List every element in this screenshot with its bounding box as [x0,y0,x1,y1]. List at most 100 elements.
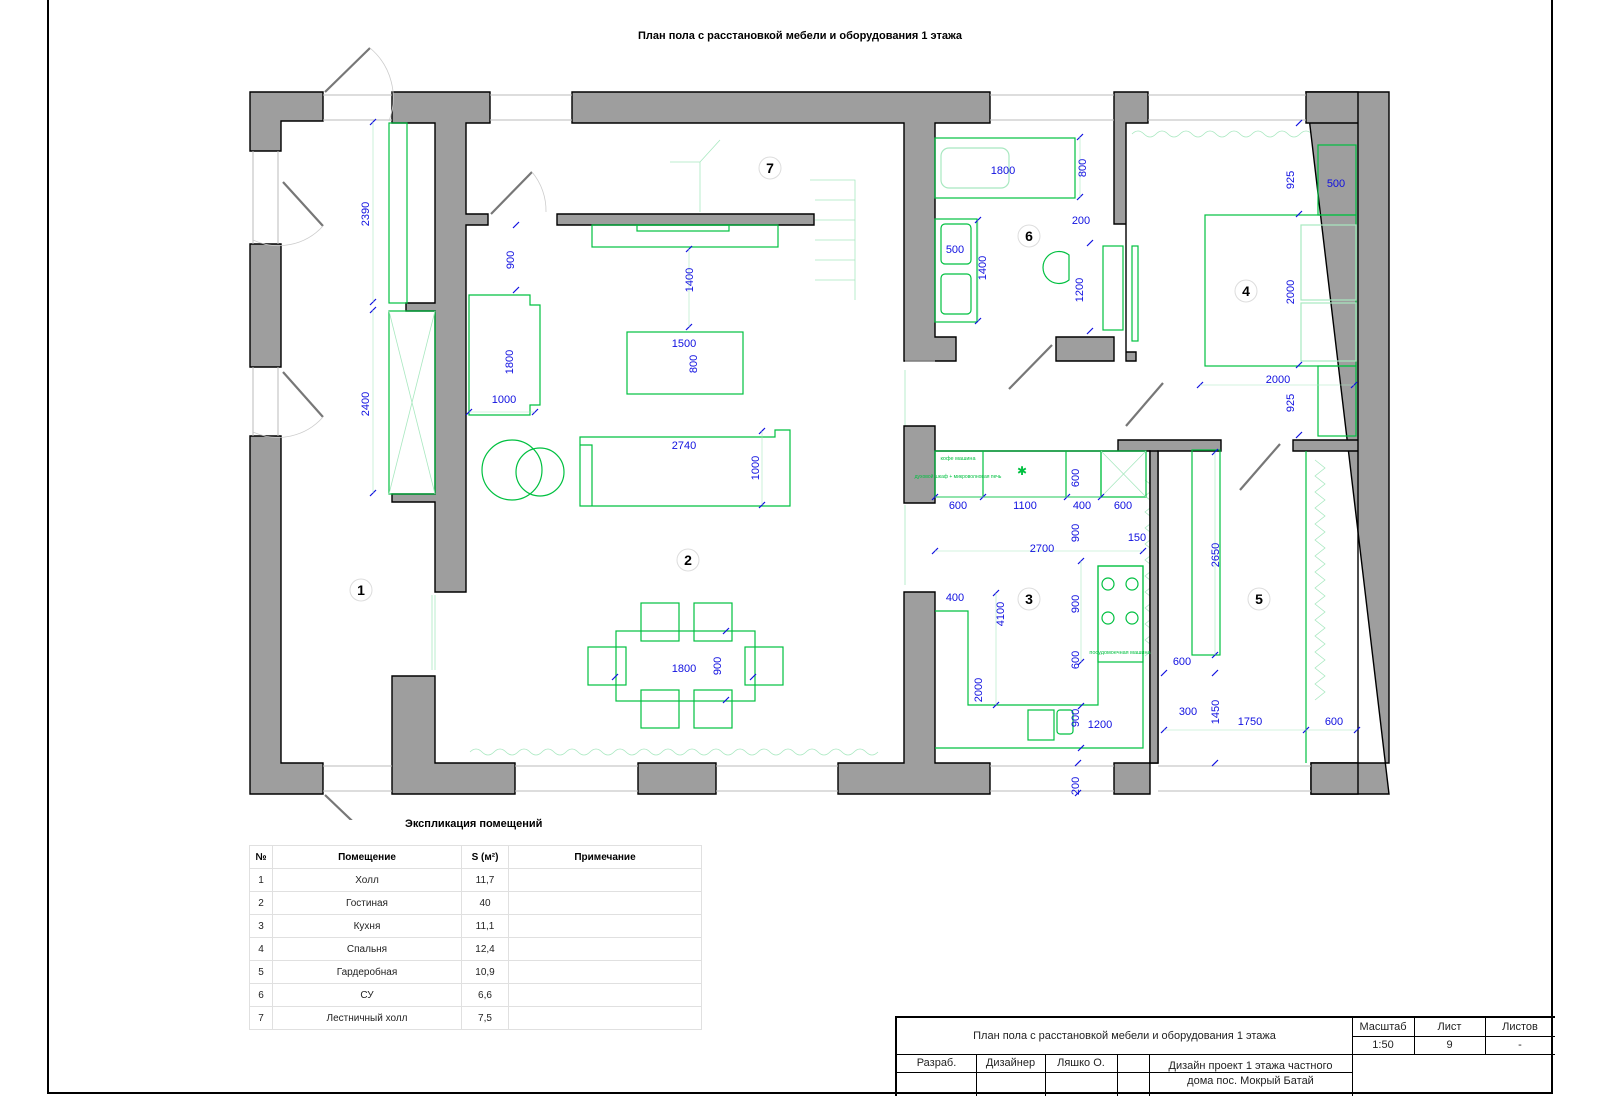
chair-1 [640,602,680,642]
dim-label: 925 [1285,171,1297,189]
coffee-label: кофе машина [940,456,976,462]
cell-note [508,937,702,961]
cell-room: Лестничный холл [272,1006,462,1030]
cell-number: 4 [249,937,273,961]
dim-label: 1000 [492,394,516,406]
dimension-ticks [369,118,1361,797]
frame-right [1551,0,1553,1094]
dim-label: 2700 [1030,543,1054,555]
door-arcs [252,47,547,438]
wall-sw [249,435,324,795]
dim-label: 2000 [1266,374,1290,386]
tv-console [591,224,779,248]
chair-4 [693,689,733,729]
dim-label: 1200 [1074,278,1086,302]
dim-label: 2650 [1210,543,1222,567]
round-table-1 [481,439,543,501]
wall-east-inner [1292,91,1359,795]
frame-left [47,0,49,1094]
dim-label: 600 [1070,469,1082,487]
dim-label: 900 [505,251,517,269]
stamp-sheet-value: 9 [1446,1039,1453,1051]
toilet [1042,250,1070,285]
col-header-note: Примечание [508,845,702,869]
stamp-project-line1: Дизайн проект 1 этажа частного [1168,1060,1333,1072]
stamp-scale-value: 1:50 [1372,1039,1394,1051]
svg-text:7: 7 [766,160,774,176]
wall-north-living [571,91,991,362]
cell-area: 11,7 [461,868,509,892]
chair-2 [693,602,733,642]
cell-area: 12,4 [461,937,509,961]
svg-text:6: 6 [1025,228,1033,244]
dim-label: 400 [1073,500,1091,512]
shelf [1131,245,1139,342]
sink [1027,709,1055,741]
doors [282,47,1281,820]
boiler [1102,245,1124,331]
dim-label: 1400 [977,256,989,280]
frame-bottom [47,1092,1553,1094]
round-table-2 [515,447,565,497]
cell-room: Кухня [272,914,462,938]
wall-nw [249,91,324,152]
room-marker-1: 1 [349,578,373,602]
stamp-author: Ляшко О. [1057,1057,1105,1069]
dim-label: 2000 [973,678,985,702]
dim-label: 600 [1173,656,1191,668]
dim-label: 600 [1070,651,1082,669]
stamp-developed-label: Разраб. [916,1057,957,1069]
dim-label: 925 [1285,394,1297,412]
dim-label: 1800 [991,165,1015,177]
dim-label: 1100 [1013,500,1037,512]
room-marker-6: 6 [1017,224,1041,248]
cell-area: 7,5 [461,1006,509,1030]
double-sink [934,218,978,323]
dim-label: 300 [1179,706,1197,718]
bathtub [934,137,1076,199]
cell-number: 5 [249,960,273,984]
dim-label: 900 [1070,709,1082,727]
wall-south-pier [637,762,717,795]
armchair [468,294,541,416]
cell-room: Гостиная [272,891,462,915]
dim-label: 600 [1114,500,1132,512]
wardrobe-shelves [1191,449,1221,656]
dim-label: 1400 [684,268,696,292]
dim-label: 500 [1327,178,1345,190]
floor-plan: ✱ кофе машина духовой шкаф + микроволнов… [249,47,1390,820]
faint-guides [431,130,1337,756]
dimension-labels: 2390 2400 900 1800 1000 1400 1500 800 27… [360,159,1345,795]
col-header-number: № [249,845,273,869]
cell-note [508,1006,702,1030]
dishwasher-label: посудомоечная машина [1089,650,1151,656]
cell-number: 1 [249,868,273,892]
stamp-project-line2: дома пос. Мокрый Батай [1187,1075,1314,1087]
cell-number: 3 [249,914,273,938]
dim-label: 900 [712,657,724,675]
cell-area: 40 [461,891,509,915]
wardrobe-hangers-right [1314,459,1326,701]
cell-note [508,983,702,1007]
dim-label: 1800 [504,350,516,374]
nightstand-bottom [1317,365,1357,437]
dim-label: 200 [1070,777,1082,795]
wall-north-hall [391,91,491,593]
dim-label: 4100 [995,602,1007,626]
dim-label: 1800 [672,663,696,675]
stamp-role: Дизайнер [985,1057,1036,1069]
cell-room: Холл [272,868,462,892]
dim-label: 2390 [360,202,372,226]
dim-label: 900 [1070,595,1082,613]
cell-note [508,891,702,915]
tv [636,224,730,232]
kitchen-corner [1100,450,1147,498]
dimension-lines [372,122,1357,731]
dim-label: 2000 [1285,280,1297,304]
dim-label: 1200 [1088,719,1112,731]
dim-label: 900 [1070,524,1082,542]
table-header-row: № Помещение S (м²) Примечание [249,845,702,869]
cell-room: Гардеробная [272,960,462,984]
stamp-sheet-label: Лист [1437,1021,1462,1033]
